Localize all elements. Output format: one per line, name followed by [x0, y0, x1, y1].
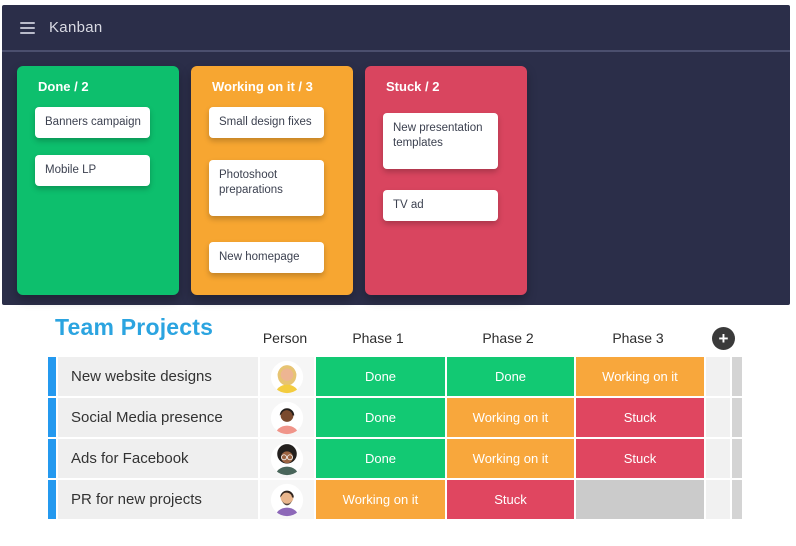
kanban-column-done-title: Done / 2	[38, 79, 89, 94]
column-header-person: Person	[262, 330, 308, 346]
status-cell-phase2[interactable]: Stuck	[447, 480, 574, 519]
board-topbar: Kanban	[2, 5, 790, 52]
status-cell-phase1[interactable]: Done	[316, 398, 445, 437]
kanban-column-working-title: Working on it / 3	[212, 79, 313, 94]
table-title: Team Projects	[55, 314, 214, 340]
kanban-card[interactable]: New presentation templates	[383, 113, 498, 169]
status-cell-phase2[interactable]: Working on it	[447, 398, 574, 437]
column-header-phase3: Phase 3	[612, 330, 664, 346]
table-row: Ads for Facebook Done Working on it Stuc…	[48, 439, 742, 478]
kanban-card[interactable]: TV ad	[383, 190, 498, 221]
person-cell[interactable]	[260, 398, 314, 437]
status-cell-phase3[interactable]: Working on it	[576, 357, 704, 396]
kanban-card[interactable]: Mobile LP	[35, 155, 150, 186]
project-name-cell[interactable]: Social Media presence	[58, 398, 258, 437]
row-accent-bar	[48, 398, 56, 437]
add-column-button[interactable]: +	[712, 327, 735, 350]
kanban-column-done: Done / 2 Banners campaign Mobile LP	[17, 66, 179, 295]
avatar	[270, 401, 304, 434]
kanban-card[interactable]: Photoshoot preparations	[209, 160, 324, 216]
row-accent-bar	[48, 439, 56, 478]
table-row: PR for new projects Working on it Stuck	[48, 480, 742, 519]
hamburger-menu-icon[interactable]	[20, 21, 35, 34]
kanban-columns: Done / 2 Banners campaign Mobile LP Work…	[2, 52, 790, 295]
column-header-phase2: Phase 2	[482, 330, 534, 346]
kanban-board-panel: Kanban Done / 2 Banners campaign Mobile …	[2, 5, 790, 305]
kanban-column-stuck: Stuck / 2 New presentation templates TV …	[365, 66, 527, 295]
scrollbar-strip[interactable]	[732, 480, 742, 519]
board-title: Kanban	[49, 19, 103, 36]
table-row: New website designs Done Done Working on…	[48, 357, 742, 396]
column-header-phase1: Phase 1	[352, 330, 404, 346]
kanban-card[interactable]: Small design fixes	[209, 107, 324, 138]
project-name-cell[interactable]: PR for new projects	[58, 480, 258, 519]
table-row: Social Media presence Done Working on it…	[48, 398, 742, 437]
scrollbar-strip[interactable]	[732, 439, 742, 478]
empty-extra-cell	[706, 480, 730, 519]
kanban-column-stuck-title: Stuck / 2	[386, 79, 440, 94]
empty-extra-cell	[706, 439, 730, 478]
empty-extra-cell	[706, 398, 730, 437]
avatar	[270, 360, 304, 393]
avatar	[270, 442, 304, 475]
kanban-card[interactable]: Banners campaign	[35, 107, 150, 138]
project-name-cell[interactable]: New website designs	[58, 357, 258, 396]
kanban-card[interactable]: New homepage	[209, 242, 324, 273]
status-cell-phase1[interactable]: Done	[316, 439, 445, 478]
person-cell[interactable]	[260, 439, 314, 478]
empty-extra-cell	[706, 357, 730, 396]
scrollbar-strip[interactable]	[732, 357, 742, 396]
plus-icon: +	[718, 329, 729, 348]
project-name-cell[interactable]: Ads for Facebook	[58, 439, 258, 478]
row-accent-bar	[48, 480, 56, 519]
team-projects-table: New website designs Done Done Working on…	[48, 357, 742, 521]
person-cell[interactable]	[260, 480, 314, 519]
avatar	[270, 483, 304, 516]
status-cell-phase3[interactable]: Stuck	[576, 439, 704, 478]
status-cell-phase2[interactable]: Working on it	[447, 439, 574, 478]
status-cell-phase3[interactable]	[576, 480, 704, 519]
status-cell-phase1[interactable]: Working on it	[316, 480, 445, 519]
row-accent-bar	[48, 357, 56, 396]
kanban-column-working: Working on it / 3 Small design fixes Pho…	[191, 66, 353, 295]
scrollbar-strip[interactable]	[732, 398, 742, 437]
person-cell[interactable]	[260, 357, 314, 396]
status-cell-phase1[interactable]: Done	[316, 357, 445, 396]
status-cell-phase2[interactable]: Done	[447, 357, 574, 396]
status-cell-phase3[interactable]: Stuck	[576, 398, 704, 437]
